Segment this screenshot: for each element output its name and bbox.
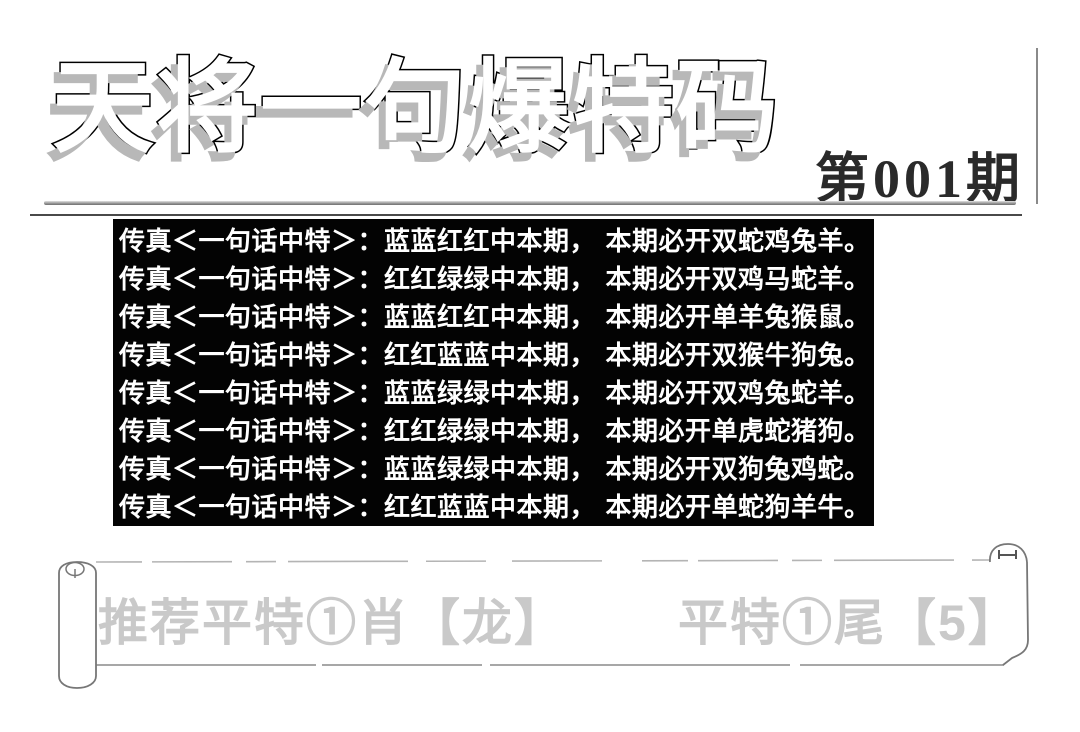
fax-box: 传真＜一句话中特＞：蓝蓝红红中本期， 本期必开双蛇鸡兔羊。 传真＜一句话中特＞：… xyxy=(113,219,874,526)
banner-left-text: 推荐平特①肖【龙】 xyxy=(98,595,566,651)
page-title: 天将一句爆特码 xyxy=(51,50,780,167)
fax-line: 传真＜一句话中特＞：红红蓝蓝中本期， 本期必开双猴牛狗兔。 xyxy=(119,341,871,372)
right-border-line xyxy=(1036,48,1038,204)
fax-line: 传真＜一句话中特＞：蓝蓝绿绿中本期， 本期必开双鸡兔蛇羊。 xyxy=(119,378,871,409)
header-divider-thin xyxy=(30,214,1022,216)
fax-line: 传真＜一句话中特＞：红红绿绿中本期， 本期必开双鸡马蛇羊。 xyxy=(119,265,871,296)
fax-line: 传真＜一句话中特＞：蓝蓝绿绿中本期， 本期必开双狗兔鸡蛇。 xyxy=(119,454,871,485)
fax-line: 传真＜一句话中特＞：蓝蓝红红中本期， 本期必开单羊兔猴鼠。 xyxy=(119,303,871,334)
fax-line: 传真＜一句话中特＞：蓝蓝红红中本期， 本期必开双蛇鸡兔羊。 xyxy=(119,227,871,258)
banner-right-text: 平特①尾【5】 xyxy=(678,595,1020,651)
fax-line: 传真＜一句话中特＞：红红绿绿中本期， 本期必开单虎蛇猪狗。 xyxy=(119,416,871,447)
header-divider-ridge xyxy=(44,201,1016,205)
scroll-banner-icon xyxy=(58,543,1029,689)
issue-number: 第001期 xyxy=(815,149,1024,209)
fax-line: 传真＜一句话中特＞：红红蓝蓝中本期， 本期必开单蛇狗羊牛。 xyxy=(119,492,871,523)
